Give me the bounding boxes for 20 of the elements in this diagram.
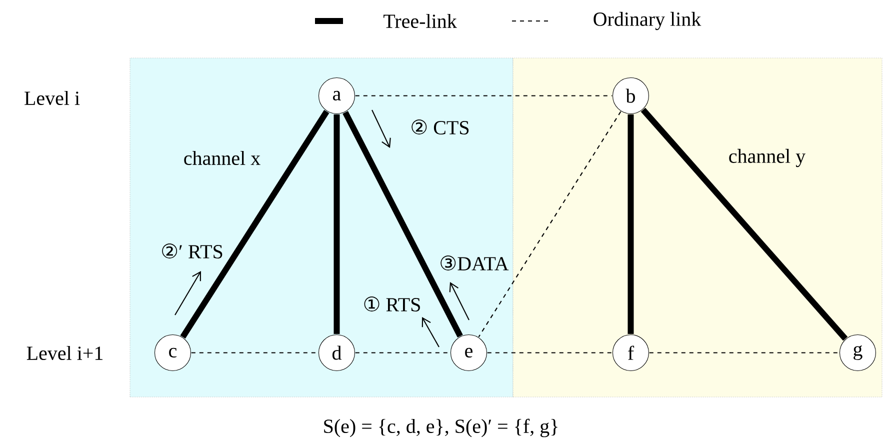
link-line — [487, 352, 612, 354]
label-text: Level i+1 — [26, 346, 102, 360]
caption: S(e) = {c, d, e}, S(e)′ = {f, g} — [324, 418, 558, 438]
legend-text: Tree-link — [384, 14, 457, 28]
tree-link — [640, 108, 848, 341]
link-line — [191, 352, 318, 354]
link-line — [355, 95, 612, 96]
label-text: ②′ RTS — [162, 244, 222, 258]
tree-link — [628, 114, 634, 334]
tree-link — [334, 114, 340, 334]
tree-link — [342, 110, 463, 338]
link-line — [649, 352, 840, 354]
label-text: ③DATA — [440, 256, 509, 270]
link-line — [478, 111, 622, 338]
label-text: ① RTS — [364, 296, 420, 312]
label-text: Level i — [24, 90, 80, 106]
legend-text: Ordinary link — [594, 12, 702, 30]
label-text: ② CTS — [412, 120, 469, 134]
tree-link — [180, 110, 330, 339]
link-line — [355, 352, 450, 354]
